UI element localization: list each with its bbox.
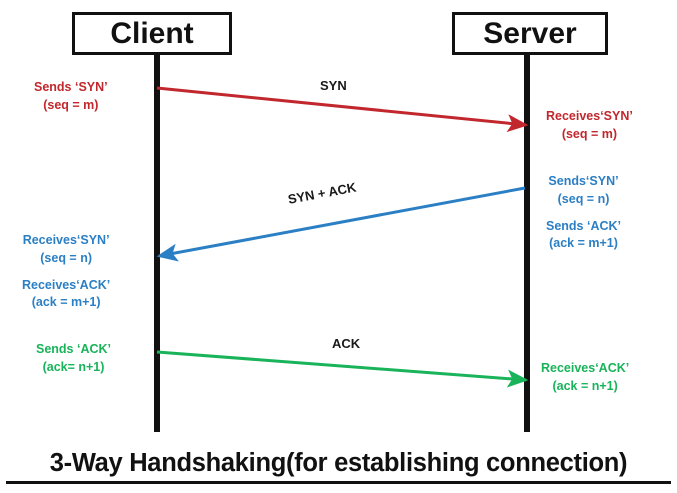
- annotation-line: Receives‘SYN’: [22, 233, 110, 247]
- annotation-line: Receives‘ACK’: [22, 277, 111, 292]
- annotation-client-sends-ack: Sends ‘ACK’ (ack= n+1): [36, 341, 111, 377]
- annotation-line: (ack = n+1): [552, 378, 618, 393]
- annotation-line: (seq = n): [557, 191, 610, 206]
- annotation-client-receives-syn-ack: Receives‘SYN’ (seq = n) Receives‘ACK’ (a…: [22, 232, 110, 312]
- annotation-line: Sends ‘SYN’: [34, 80, 108, 94]
- client-node-box: Client: [72, 12, 232, 55]
- annotation-line: Receives‘SYN’: [546, 109, 633, 123]
- server-node-label: Server: [483, 16, 577, 50]
- ack-arrow: [156, 350, 529, 388]
- annotation-spacer: [22, 268, 110, 277]
- annotation-line: (seq = n): [40, 250, 92, 265]
- server-node-box: Server: [452, 12, 608, 55]
- syn-arrow: [156, 86, 529, 133]
- annotation-server-receives-syn: Receives‘SYN’ (seq = m): [546, 108, 633, 144]
- annotation-line: (ack = m+1): [549, 236, 618, 251]
- annotation-client-sends-syn: Sends ‘SYN’ (seq = m): [34, 79, 108, 115]
- annotation-line: (ack = m+1): [31, 295, 101, 310]
- annotation-line: (seq = m): [43, 97, 99, 112]
- annotation-server-sends-syn-ack: Sends‘SYN’ (seq = n) Sends ‘ACK’ (ack = …: [546, 173, 621, 253]
- diagram-title: 3-Way Handshaking(for establishing conne…: [49, 449, 628, 477]
- annotation-line: Sends ‘ACK’: [546, 218, 622, 233]
- annotation-line: (seq = m): [561, 126, 618, 141]
- annotation-server-receives-ack: Receives‘ACK’ (ack = n+1): [541, 360, 629, 396]
- annotation-line: Sends‘SYN’: [548, 174, 619, 188]
- syn-arrow-label: SYN: [320, 78, 347, 93]
- client-lifeline: [154, 54, 160, 432]
- annotation-spacer: [546, 209, 621, 218]
- annotation-line: (ack= n+1): [42, 359, 105, 374]
- syn-ack-arrow: [156, 186, 526, 262]
- diagram-title-underline: [6, 481, 671, 484]
- server-lifeline: [524, 54, 530, 432]
- annotation-line: Receives‘ACK’: [541, 361, 630, 375]
- client-node-label: Client: [110, 16, 194, 50]
- ack-arrow-label: ACK: [332, 336, 361, 351]
- annotation-line: Sends ‘ACK’: [36, 342, 112, 356]
